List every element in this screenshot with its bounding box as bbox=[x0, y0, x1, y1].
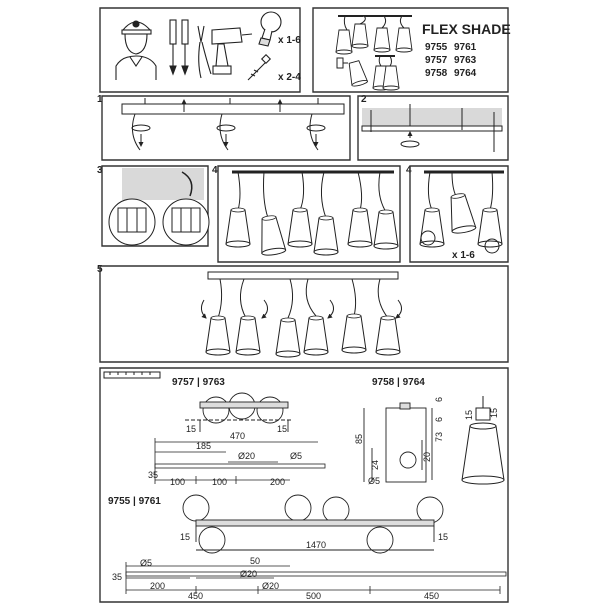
step-4-shades-panel: 4 bbox=[212, 165, 401, 263]
screwdriver-icon bbox=[169, 19, 177, 76]
step-number: 3 bbox=[97, 165, 103, 176]
dimension-label: 100 bbox=[212, 477, 227, 487]
drawing-label: 9755 | 9761 bbox=[108, 496, 161, 507]
dimension-label: 1470 bbox=[306, 540, 326, 550]
screw-count: x 2-4 bbox=[278, 72, 301, 83]
model-code: 9757 bbox=[425, 55, 448, 66]
step-1-panel: 1 bbox=[97, 94, 351, 161]
shades-row bbox=[225, 171, 399, 257]
drill-icon bbox=[211, 27, 253, 75]
mounting-screws bbox=[361, 104, 503, 152]
dimension-label: Ø5 bbox=[368, 476, 380, 486]
dimension-label: 450 bbox=[424, 591, 439, 601]
step-number: 2 bbox=[361, 94, 367, 105]
screwdriver-icon bbox=[181, 19, 189, 76]
tools-panel: x 1-6 x 2-4 bbox=[99, 7, 301, 93]
screw-icon bbox=[247, 53, 272, 81]
dimension-label: 15 bbox=[180, 532, 190, 542]
bulb-count: x 1-6 bbox=[278, 35, 301, 46]
model-code: 9763 bbox=[454, 55, 477, 66]
dimension-label: 6 bbox=[434, 397, 444, 402]
dimension-label: 100 bbox=[170, 477, 185, 487]
dimension-label: 20 bbox=[422, 452, 432, 462]
dimension-lines-9755 bbox=[125, 562, 507, 594]
dimension-label: 185 bbox=[196, 441, 211, 451]
step-number: 4 bbox=[406, 165, 412, 176]
ruler-icon bbox=[103, 371, 161, 379]
dimension-label: Ø5 bbox=[290, 451, 302, 461]
step-2-panel: 2 bbox=[357, 94, 509, 161]
dimension-label: 200 bbox=[270, 477, 285, 487]
ceiling-rail bbox=[131, 98, 326, 151]
step-number: 1 bbox=[97, 94, 103, 105]
double-lamp-icon bbox=[372, 55, 400, 91]
adjustable-shades bbox=[200, 278, 402, 358]
top-view-6-light bbox=[182, 494, 444, 554]
mount-plate-view bbox=[363, 402, 433, 483]
electrician-icon bbox=[115, 20, 157, 80]
dimension-label: Ø20 bbox=[240, 569, 257, 579]
drawing-label: 9757 | 9763 bbox=[172, 377, 225, 388]
dimension-label: 15 bbox=[489, 408, 499, 418]
model-code: 9761 bbox=[454, 42, 477, 53]
spot-lamp-icon bbox=[336, 57, 369, 88]
dimension-label: 15 bbox=[438, 532, 448, 542]
bulb-count: x 1-6 bbox=[452, 250, 475, 261]
dimension-label: 50 bbox=[250, 556, 260, 566]
dimension-label: 73 bbox=[434, 432, 444, 442]
step-3-panel: 3 bbox=[97, 165, 210, 247]
dimension-label: 24 bbox=[370, 460, 380, 470]
product-title: FLEX SHADE bbox=[422, 21, 511, 37]
dimension-label: 470 bbox=[230, 431, 245, 441]
bulb-icon bbox=[258, 11, 282, 47]
step-4-bulbs-panel: 4 x 1-6 bbox=[406, 165, 509, 263]
dimension-label: 500 bbox=[306, 591, 321, 601]
dimension-lines-9757 bbox=[154, 438, 326, 484]
dimensions-panel: 9757 | 9763 15 15 470 185 Ø20 Ø5 35 100 … bbox=[99, 367, 509, 603]
step-5-panel: 5 bbox=[97, 264, 509, 363]
dimension-label: Ø20 bbox=[262, 581, 279, 591]
drawing-label: 9758 | 9764 bbox=[372, 377, 425, 388]
pliers-icon bbox=[197, 25, 212, 79]
model-code: 9755 bbox=[425, 42, 448, 53]
dimension-label: 35 bbox=[148, 470, 158, 480]
top-view-3-light bbox=[185, 392, 292, 432]
dimension-label: 15 bbox=[186, 424, 196, 434]
dimension-label: 200 bbox=[150, 581, 165, 591]
bulb-insert bbox=[419, 171, 503, 254]
dimension-label: 15 bbox=[277, 424, 287, 434]
product-lamp-icon bbox=[335, 15, 413, 55]
model-code: 9764 bbox=[454, 68, 477, 79]
model-code: 9758 bbox=[425, 68, 448, 79]
dimension-label: 85 bbox=[354, 434, 364, 444]
dimension-label: Ø5 bbox=[140, 558, 152, 568]
step-number: 4 bbox=[212, 165, 218, 176]
dimension-label: 6 bbox=[434, 417, 444, 422]
spot-shade-view bbox=[461, 396, 505, 485]
title-panel: FLEX SHADE 9755 9761 9757 9763 9758 9764 bbox=[312, 7, 511, 93]
terminal-block bbox=[108, 198, 210, 246]
dimension-label: Ø20 bbox=[238, 451, 255, 461]
dimension-label: 450 bbox=[188, 591, 203, 601]
dimension-label: 35 bbox=[112, 572, 122, 582]
dimension-label: 15 bbox=[464, 410, 474, 420]
